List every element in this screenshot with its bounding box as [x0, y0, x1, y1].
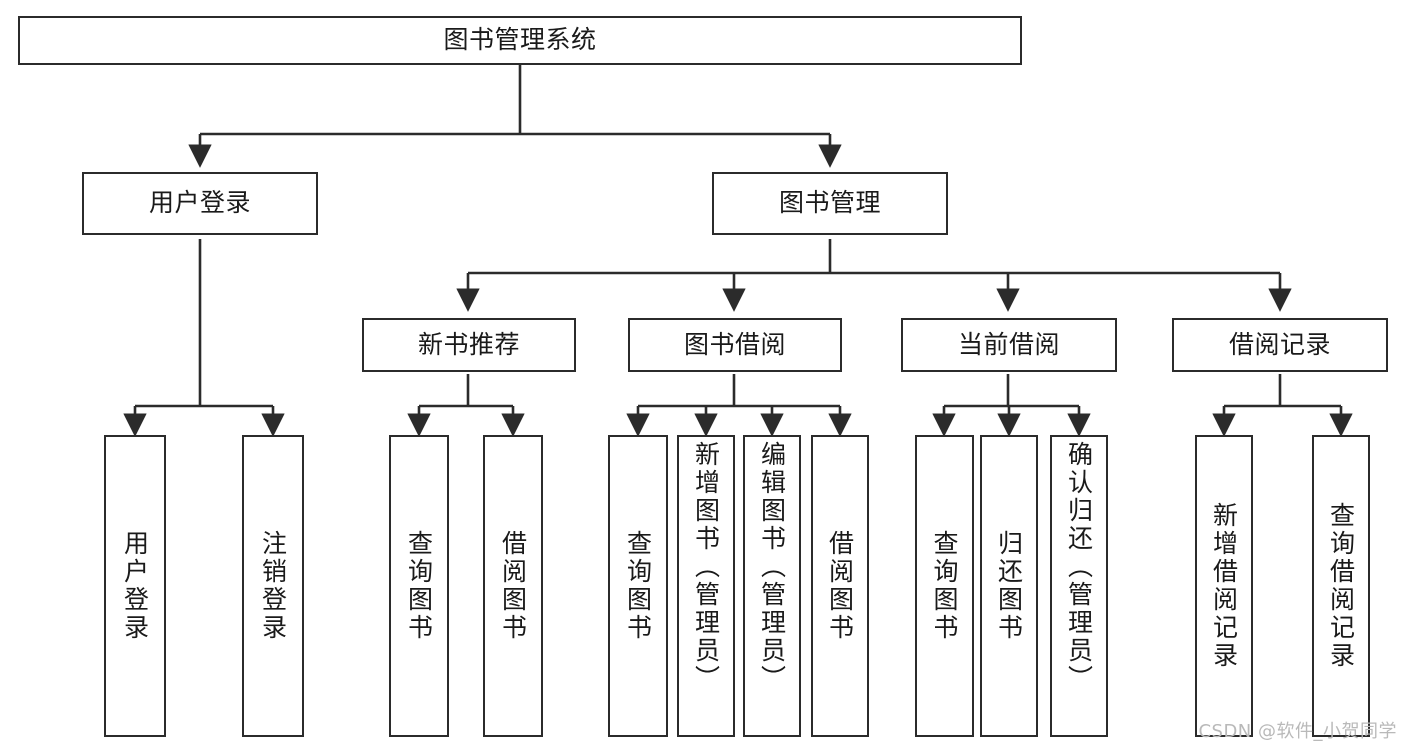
connectors-level1-2 — [188, 65, 842, 168]
connectors-current-borrow-leaves — [932, 374, 1091, 437]
connectors-book-borrow-leaves — [626, 374, 852, 437]
connectors-user-login-leaves — [123, 239, 285, 437]
leaf-add-borrow-record[interactable]: 新增借阅记录 — [1195, 435, 1253, 737]
leaf-logout[interactable]: 注销登录 — [242, 435, 304, 737]
leaf-query-borrow-record[interactable]: 查询借阅记录 — [1312, 435, 1370, 737]
node-book-manage-label: 图书管理 — [778, 188, 881, 218]
leaf-confirm-return[interactable]: 确认归还（管理员） — [1050, 435, 1108, 737]
leaf-query-book-1[interactable]: 查询图书 — [389, 435, 449, 737]
csdn-watermark: CSDN @软件_小贺同学 — [1198, 721, 1397, 742]
leaf-query-book-3[interactable]: 查询图书 — [915, 435, 974, 737]
node-current-borrow[interactable]: 当前借阅 — [901, 318, 1117, 372]
leaf-add-book-label: 新增图书（管理员） — [691, 441, 721, 693]
leaf-query-borrow-record-label: 查询借阅记录 — [1326, 502, 1356, 670]
node-root[interactable]: 图书管理系统 — [18, 16, 1022, 65]
leaf-query-book-2[interactable]: 查询图书 — [608, 435, 668, 737]
leaf-query-book-3-label: 查询图书 — [930, 530, 959, 642]
node-book-borrow-label: 图书借阅 — [683, 329, 786, 359]
leaf-logout-label: 注销登录 — [258, 530, 288, 642]
node-book-manage[interactable]: 图书管理 — [712, 172, 948, 235]
node-user-login[interactable]: 用户登录 — [82, 172, 318, 235]
node-new-book-recommend-label: 新书推荐 — [417, 329, 520, 359]
node-root-label: 图书管理系统 — [443, 25, 597, 55]
connectors-new-book-rec-leaves — [407, 374, 525, 437]
node-borrow-record[interactable]: 借阅记录 — [1172, 318, 1388, 372]
leaf-add-book[interactable]: 新增图书（管理员） — [677, 435, 735, 737]
leaf-query-book-1-label: 查询图书 — [404, 530, 434, 642]
leaf-borrow-book-2[interactable]: 借阅图书 — [811, 435, 869, 737]
leaf-user-login[interactable]: 用户登录 — [104, 435, 166, 737]
leaf-borrow-book-1[interactable]: 借阅图书 — [483, 435, 543, 737]
node-borrow-record-label: 借阅记录 — [1228, 329, 1331, 359]
leaf-confirm-return-label: 确认归还（管理员） — [1064, 441, 1094, 693]
leaf-user-login-label: 用户登录 — [120, 530, 150, 642]
connectors-level2-3 — [456, 239, 1292, 312]
connectors-borrow-record-leaves — [1212, 374, 1353, 437]
leaf-query-book-2-label: 查询图书 — [623, 530, 653, 642]
node-book-borrow[interactable]: 图书借阅 — [628, 318, 842, 372]
leaf-borrow-book-2-label: 借阅图书 — [825, 530, 855, 642]
leaf-return-book[interactable]: 归还图书 — [980, 435, 1038, 737]
node-new-book-recommend[interactable]: 新书推荐 — [362, 318, 576, 372]
leaf-add-borrow-record-label: 新增借阅记录 — [1209, 502, 1239, 670]
node-current-borrow-label: 当前借阅 — [957, 329, 1060, 359]
leaf-edit-book[interactable]: 编辑图书（管理员） — [743, 435, 801, 737]
leaf-borrow-book-1-label: 借阅图书 — [498, 530, 528, 642]
node-user-login-label: 用户登录 — [148, 188, 251, 218]
leaf-edit-book-label: 编辑图书（管理员） — [757, 441, 787, 693]
leaf-return-book-label: 归还图书 — [994, 530, 1024, 642]
